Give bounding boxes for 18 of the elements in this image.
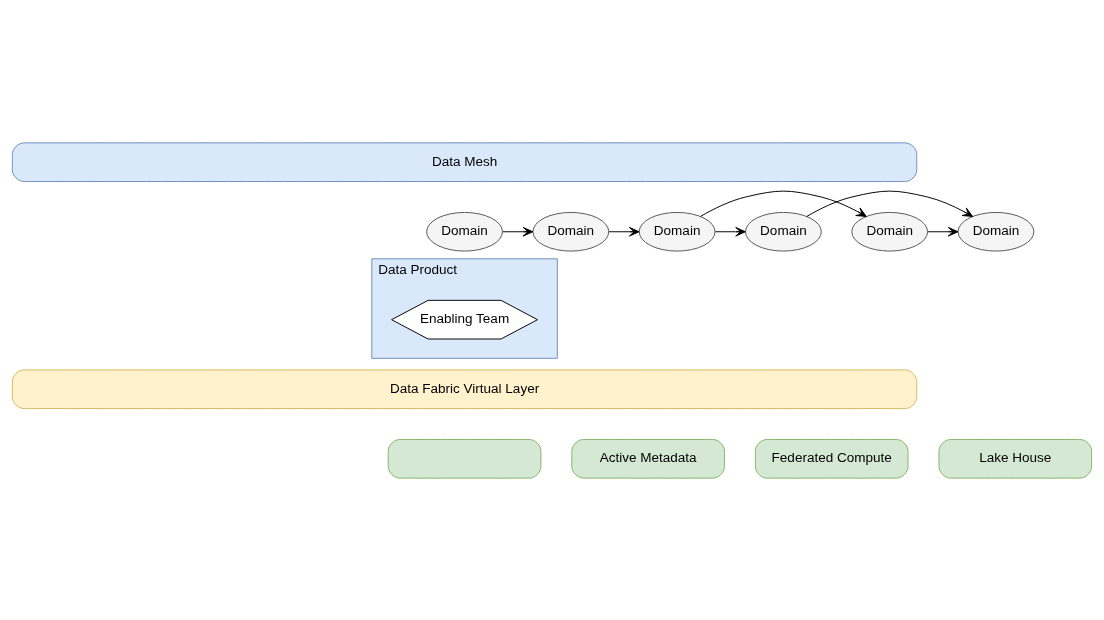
arrow xyxy=(608,226,640,237)
node-box: Federated Compute xyxy=(754,438,909,479)
node-box: Active Metadata xyxy=(571,438,725,479)
arrow xyxy=(700,190,867,217)
node-box xyxy=(387,438,542,479)
arrow xyxy=(806,190,974,217)
node-ellipse: Domain xyxy=(426,211,503,252)
node-ellipse: Domain xyxy=(851,211,929,252)
node-ellipse: Domain xyxy=(638,211,716,252)
arrow xyxy=(502,226,534,237)
arrow xyxy=(714,226,746,237)
node-box: Data Fabric Virtual Layer xyxy=(11,368,918,409)
node-box: Lake House xyxy=(938,438,1093,479)
arrow xyxy=(927,226,959,237)
node-ellipse: Domain xyxy=(745,211,822,252)
node-ellipse: Domain xyxy=(532,211,610,252)
node-ellipse: Domain xyxy=(957,211,1035,252)
node-box: Data Mesh xyxy=(11,141,918,182)
